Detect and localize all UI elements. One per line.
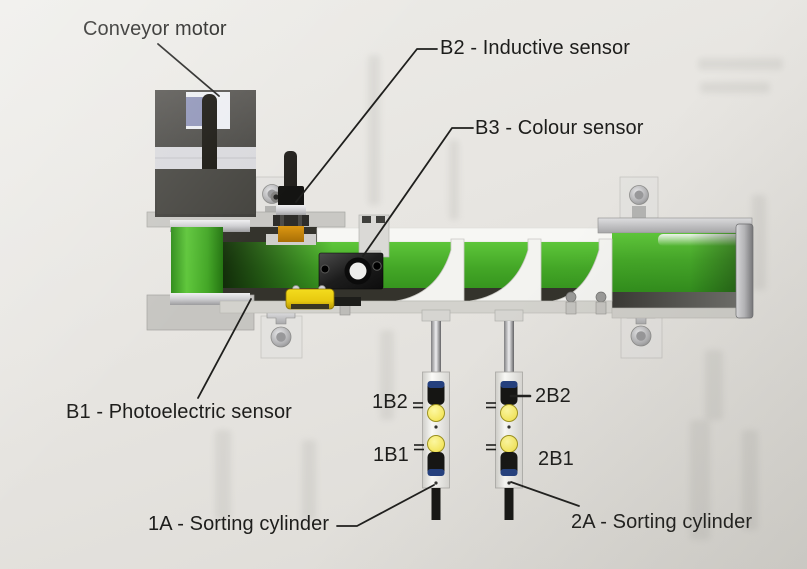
label-sensor-2b2: 2B2 [535,385,571,407]
photoelectric-sensor-b1 [285,285,361,310]
cylinder-led [427,404,445,422]
chute-2 [469,238,542,302]
sorting-cylinder-2a [486,309,524,520]
belt-bottom-flange [219,300,613,314]
b2-orange-ring [278,226,304,242]
label-conveyor-motor: Conveyor motor [83,18,227,40]
mounting-bracket-bottom-left [260,311,303,359]
leader-b1 [197,298,252,399]
leader-b3 [362,127,474,257]
label-sensor-1b1: 1B1 [373,444,409,466]
belt-top-plate-right [597,217,753,234]
cylinder-led [500,435,518,453]
b2-stem [284,151,297,191]
label-photoelectric-sensor: B1 - Photoelectric sensor [66,401,292,423]
colour-sensor-b3 [318,214,390,290]
belt-bottom-flange-right [611,307,753,319]
belt-end-cap [735,223,754,319]
cylinder-led [427,435,445,453]
cylinder-led [500,404,518,422]
label-inductive-sensor: B2 - Inductive sensor [440,37,630,59]
leader-2a [510,481,580,507]
leader-lines [157,43,580,527]
label-colour-sensor: B3 - Colour sensor [475,117,644,139]
cylinder-rod [431,321,441,373]
left-pulley [146,220,255,331]
leader-b2 [295,48,438,203]
conveyor-motor [155,90,256,217]
cylinder-piston [504,488,514,520]
label-sensor-1b2: 1B2 [372,391,408,413]
chute-1 [395,238,465,302]
leader-1a [336,484,435,527]
sorting-chutes [395,238,613,302]
pulley-roller [171,227,223,299]
label-sensor-2b1: 2B1 [538,448,574,470]
leader-conveyor-motor [157,43,220,97]
chute-3 [552,238,613,302]
cylinder-rod [504,321,514,373]
cylinder-piston [431,488,441,520]
label-sorting-cylinder-2a: 2A - Sorting cylinder [571,511,753,533]
mounting-bracket-bottom-right [620,311,663,359]
b3-lens [349,262,367,280]
belt-bottom-band-right [612,292,740,310]
mounting-bracket-top-right [619,176,659,222]
label-sorting-cylinder-1a: 1A - Sorting cylinder [148,513,330,535]
inductive-sensor-b2 [266,151,316,245]
sorting-cylinder-1a [413,309,451,520]
b2-collar [276,205,306,216]
